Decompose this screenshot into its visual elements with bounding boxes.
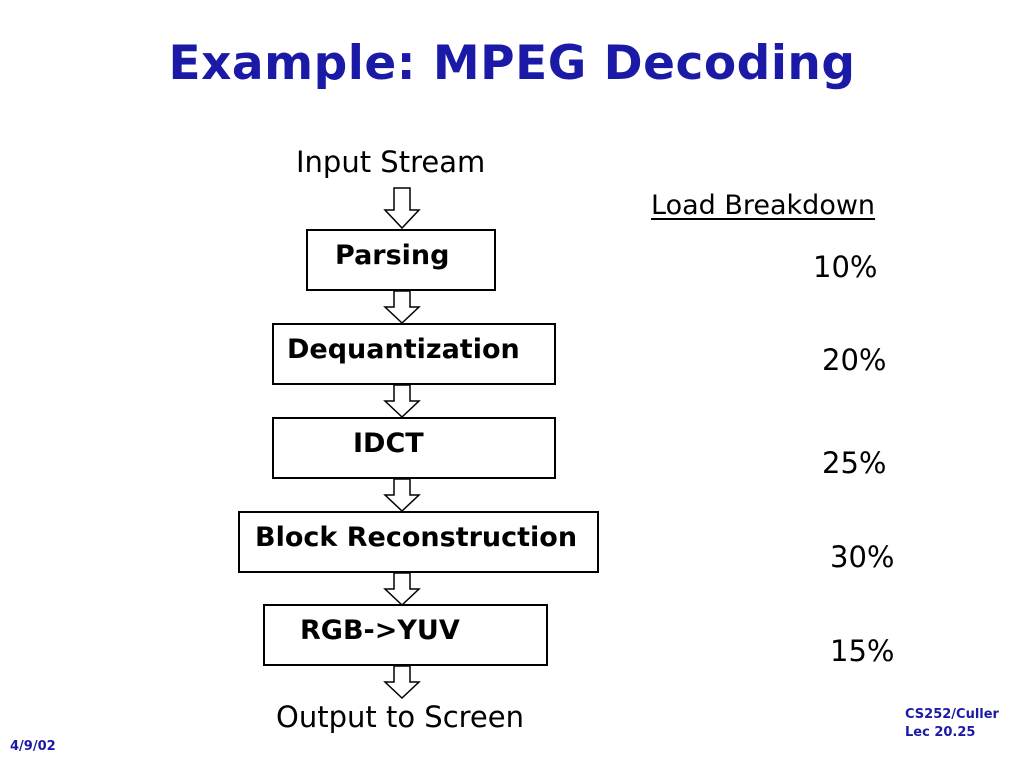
input-stream-label: Input Stream	[296, 145, 486, 179]
load-value-block-reconstruction: 30%	[830, 540, 895, 574]
arrow-parsing-to-dequantization	[383, 290, 421, 325]
load-value-idct: 25%	[822, 446, 887, 480]
load-value-dequantization: 20%	[822, 343, 887, 377]
arrow-block-reconstruction-to-rgb-yuv	[383, 572, 421, 607]
stage-label-rgb-yuv: RGB->YUV	[300, 615, 460, 646]
load-value-parsing: 10%	[813, 250, 878, 284]
footer-course: CS252/Culler	[905, 707, 999, 722]
stage-label-dequantization: Dequantization	[287, 334, 520, 365]
load-value-rgb-yuv: 15%	[830, 634, 895, 668]
stage-label-idct: IDCT	[353, 428, 424, 459]
stage-label-block-reconstruction: Block Reconstruction	[255, 522, 578, 553]
arrow-rgb-yuv-to-output	[383, 665, 421, 700]
arrow-idct-to-block-reconstruction	[383, 478, 421, 513]
slide-title: Example: MPEG Decoding	[168, 36, 856, 91]
stage-box-rgb-yuv: RGB->YUV	[263, 604, 548, 666]
stage-label-parsing: Parsing	[335, 240, 450, 271]
load-breakdown-header: Load Breakdown	[651, 190, 876, 221]
footer-date: 4/9/02	[10, 739, 56, 754]
stage-box-idct: IDCT	[272, 417, 556, 479]
output-to-screen-label: Output to Screen	[276, 700, 524, 734]
stage-box-dequantization: Dequantization	[272, 323, 556, 385]
footer-lecture: Lec 20.25	[905, 725, 976, 740]
stage-box-parsing: Parsing	[306, 229, 496, 291]
arrow-input-to-parsing	[383, 187, 421, 230]
arrow-dequantization-to-idct	[383, 384, 421, 419]
stage-box-block-reconstruction: Block Reconstruction	[238, 511, 599, 573]
